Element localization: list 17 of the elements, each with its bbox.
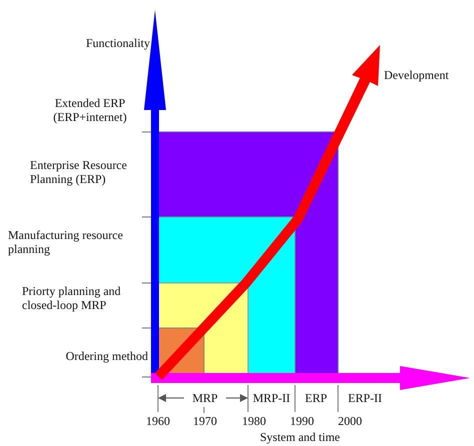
year-label: 1990 — [289, 414, 315, 428]
year-label: 1970 — [192, 414, 218, 428]
axis-label: System and time — [259, 430, 341, 444]
level-label: Ordering method — [64, 349, 148, 363]
period-label: ERP-II — [347, 391, 383, 405]
year-label: 2000 — [337, 414, 363, 428]
level-label: Enterprise Resource Planning (ERP) — [30, 158, 128, 186]
period-label: MRP — [191, 391, 219, 405]
level-label: Manufacturing resource planning — [8, 228, 124, 256]
axis-label: Functionality — [85, 36, 150, 50]
level-label: Priorty planning and closed-loop MRP — [22, 284, 122, 312]
year-label: 1960 — [145, 414, 171, 428]
year-label: 1980 — [241, 414, 267, 428]
period-label: ERP — [304, 391, 328, 405]
period-label: MRP-II — [252, 391, 292, 405]
arrow-label: Development — [384, 68, 450, 82]
level-label: Extended ERP (ERP+internet) — [52, 96, 128, 124]
